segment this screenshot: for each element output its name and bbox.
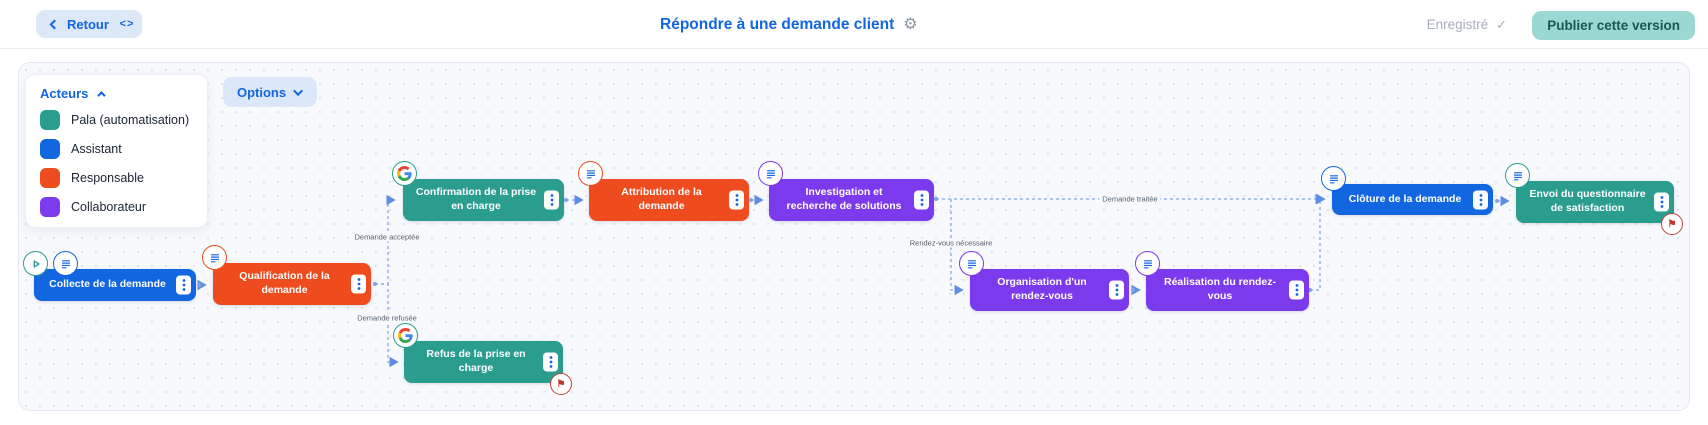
legend-item-label: Pala (automatisation)	[71, 113, 190, 127]
node-badges	[1505, 163, 1530, 188]
color-swatch	[40, 168, 60, 188]
node-label: Envoi du questionnaire de satisfaction	[1529, 188, 1646, 214]
node-label: Réalisation du rendez-vous	[1163, 276, 1277, 302]
color-swatch	[40, 197, 60, 217]
node-investigation-solutions[interactable]: Investigation et recherche de solutions	[758, 161, 934, 221]
node-menu-button[interactable]	[543, 352, 558, 372]
code-view-button[interactable]: <>	[112, 10, 142, 38]
edge-label-treated: Demande traitée	[1099, 194, 1161, 204]
chevron-down-icon	[293, 85, 304, 96]
edge-label-meeting: Rendez-vous nécessaire	[906, 238, 996, 248]
node-menu-button[interactable]	[1473, 190, 1488, 209]
actors-legend: Acteurs Pala (automatisation) Assistant …	[25, 74, 208, 228]
node-label: Confirmation de la prise en charge	[415, 186, 537, 212]
node-menu-button[interactable]	[544, 190, 559, 210]
node-label: Clôture de la demande	[1348, 192, 1462, 205]
chat-icon[interactable]	[202, 245, 227, 270]
node-label: Collecte de la demande	[49, 278, 166, 291]
node-confirmation-prise-en-charge[interactable]: Confirmation de la prise en charge	[392, 161, 564, 221]
node-badges	[959, 251, 984, 276]
node-label: Attribution de la demande	[621, 186, 702, 212]
node-organisation-rendez-vous[interactable]: Organisation d'un rendez-vous	[959, 251, 1129, 311]
node-label: Organisation d'un rendez-vous	[997, 276, 1087, 302]
back-button[interactable]: Retour	[36, 10, 124, 38]
chat-icon[interactable]	[1505, 163, 1530, 188]
options-button[interactable]: Options	[223, 77, 318, 107]
options-button-label: Options	[237, 84, 287, 100]
edge-label-refused: Demande refusée	[354, 313, 420, 323]
node-menu-button[interactable]	[1289, 280, 1304, 300]
chat-icon[interactable]	[1135, 251, 1160, 276]
node-badges	[202, 245, 227, 270]
save-status-label: Enregistré	[1426, 17, 1489, 32]
node-menu-button[interactable]	[914, 190, 929, 210]
node-menu-button[interactable]	[176, 275, 191, 295]
title-wrap: Répondre à une demande client ⚙	[660, 0, 918, 49]
node-badges	[1321, 166, 1346, 191]
publish-button-label: Publier cette version	[1547, 18, 1680, 33]
end-flag-icon: ⚑	[1661, 213, 1683, 235]
node-badges	[578, 161, 603, 186]
chevron-left-icon	[49, 19, 60, 29]
node-collecte-de-la-demande[interactable]: Collecte de la demande	[23, 251, 196, 301]
node-badges	[1135, 251, 1160, 276]
node-label: Investigation et recherche de solutions	[786, 186, 902, 212]
node-envoi-questionnaire[interactable]: Envoi du questionnaire de satisfaction ⚑	[1505, 163, 1683, 235]
chat-icon[interactable]	[1321, 166, 1346, 191]
play-icon[interactable]	[23, 251, 48, 276]
node-menu-button[interactable]	[1109, 280, 1124, 300]
node-badges	[23, 251, 78, 276]
check-icon: ✓	[1496, 16, 1507, 32]
workflow-canvas[interactable]: Demande acceptée Demande refusée Demande…	[18, 62, 1690, 411]
node-label: Refus de la prise en charge	[426, 348, 526, 374]
legend-item-collaborateur: Collaborateur	[40, 197, 193, 217]
legend-item-label: Assistant	[71, 142, 122, 156]
chevron-up-icon	[97, 90, 107, 100]
chat-icon[interactable]	[959, 251, 984, 276]
node-menu-button[interactable]	[351, 274, 366, 294]
page-title: Répondre à une demande client	[660, 15, 895, 33]
save-status: Enregistré ✓	[1427, 0, 1507, 49]
node-attribution-de-la-demande[interactable]: Attribution de la demande	[578, 161, 749, 221]
node-refus-prise-en-charge[interactable]: Refus de la prise en charge ⚑	[393, 323, 572, 395]
publish-button[interactable]: Publier cette version	[1532, 11, 1695, 40]
chat-icon[interactable]	[578, 161, 603, 186]
edge-label-accepted: Demande acceptée	[351, 232, 423, 242]
color-swatch	[40, 110, 60, 130]
end-flag-icon: ⚑	[550, 373, 572, 395]
chat-icon[interactable]	[758, 161, 783, 186]
legend-item-assistant: Assistant	[40, 139, 193, 159]
node-badges	[758, 161, 783, 186]
node-label: Qualification de la demande	[239, 270, 330, 296]
node-qualification-de-la-demande[interactable]: Qualification de la demande	[202, 245, 371, 305]
back-button-label: Retour	[67, 16, 109, 32]
edges-layer	[197, 193, 1510, 368]
node-badges	[392, 161, 417, 186]
node-realisation-rendez-vous[interactable]: Réalisation du rendez-vous	[1135, 251, 1309, 311]
header: Retour <> Répondre à une demande client …	[0, 0, 1708, 49]
google-icon[interactable]	[393, 323, 418, 348]
node-cloture-de-la-demande[interactable]: Clôture de la demande	[1321, 166, 1493, 215]
google-icon[interactable]	[392, 161, 417, 186]
code-icon: <>	[119, 18, 135, 30]
actors-legend-toggle[interactable]: Acteurs	[40, 86, 193, 101]
legend-item-label: Collaborateur	[71, 200, 147, 214]
chat-icon[interactable]	[53, 251, 78, 276]
node-menu-button[interactable]	[729, 190, 744, 210]
color-swatch	[40, 139, 60, 159]
legend-item-label: Responsable	[71, 171, 144, 185]
legend-item-pala: Pala (automatisation)	[40, 110, 193, 130]
node-badges	[393, 323, 418, 348]
legend-item-responsable: Responsable	[40, 168, 193, 188]
actors-legend-title: Acteurs	[40, 86, 89, 101]
gear-icon[interactable]: ⚙	[903, 15, 918, 33]
node-menu-button[interactable]	[1654, 192, 1669, 212]
